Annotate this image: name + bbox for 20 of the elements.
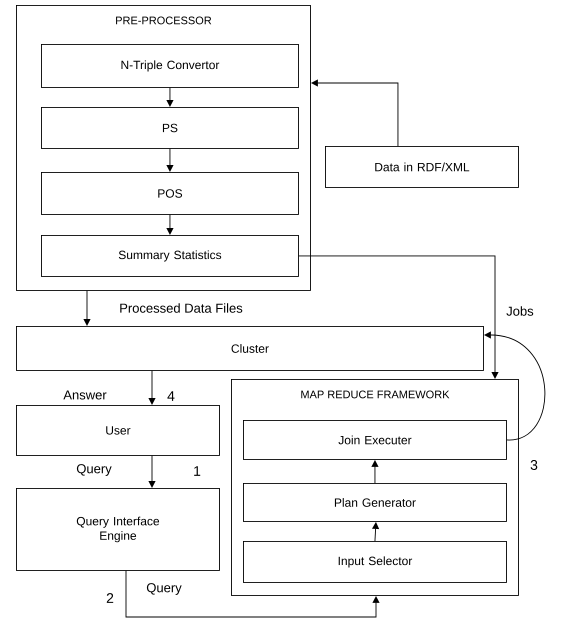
process-box: Cluster [16,326,484,371]
step-number: 1 [194,466,200,476]
step-number: 4 [167,391,174,401]
step-number: 2 [106,593,114,603]
edge-label: Query [75,463,113,477]
process-box: Query Interface Engine [16,488,220,571]
step-number: 3 [530,460,538,470]
edge-label: Query [145,582,183,596]
process-box: User [16,405,220,456]
process-box: Data in RDF/XML [325,146,519,188]
process-box: Join Executer [243,420,507,460]
process-box: POS [41,172,299,215]
edge-label: Jobs [505,305,535,317]
process-box: Input Selector [243,541,507,583]
process-box: PS [41,107,299,149]
process-box: Summary Statistics [41,235,299,277]
edge-label: Processed Data Files [118,302,244,314]
edge-label: Answer [62,389,108,401]
process-box: Plan Generator [243,483,507,522]
process-box: N-Triple Convertor [41,44,299,88]
